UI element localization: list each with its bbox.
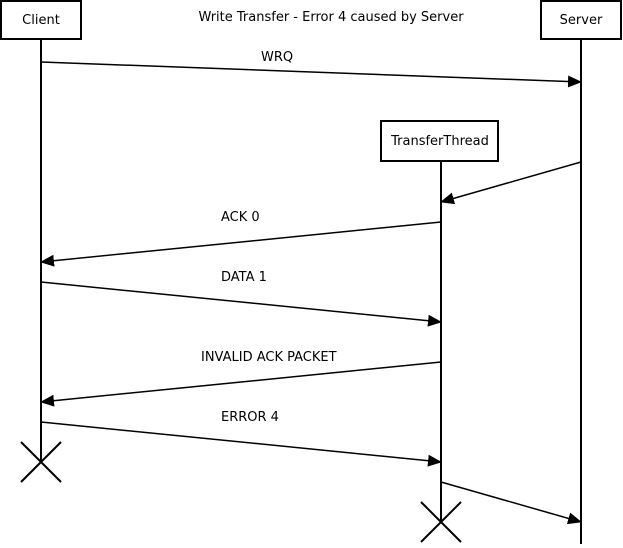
client-termination-x-icon (20, 441, 62, 483)
participant-transfer-thread: TransferThread (380, 120, 499, 162)
message-spawn-thread-arrow (440, 161, 582, 205)
participant-server-label: Server (560, 13, 603, 28)
message-data-1-arrow (40, 281, 442, 327)
message-wrq: WRQ (40, 50, 582, 88)
diagram-title: Write Transfer - Error 4 caused by Serve… (198, 10, 464, 25)
message-ack-0: ACK 0 (40, 210, 442, 267)
message-wrq-arrow (40, 61, 582, 88)
message-ack-0-label: ACK 0 (221, 210, 260, 225)
message-data-1-label: DATA 1 (221, 270, 267, 285)
participant-client-label: Client (22, 13, 60, 28)
transfer-thread-termination-x-icon (420, 501, 462, 543)
message-invalid-ack-arrow (40, 361, 442, 407)
message-thread-to-server (440, 481, 582, 525)
message-data-1: DATA 1 (40, 270, 442, 327)
message-invalid-ack: INVALID ACK PACKET (40, 350, 442, 407)
participant-server: Server (540, 0, 622, 40)
participant-transfer-thread-label: TransferThread (390, 134, 489, 149)
message-wrq-label: WRQ (261, 50, 293, 65)
message-error-4-arrow (40, 421, 442, 467)
message-invalid-ack-label: INVALID ACK PACKET (201, 350, 337, 365)
message-thread-to-server-arrow (440, 481, 582, 525)
message-spawn-thread (440, 161, 582, 205)
message-ack-0-arrow (40, 221, 442, 267)
participant-client: Client (0, 0, 82, 40)
message-error-4: ERROR 4 (40, 410, 442, 467)
message-error-4-label: ERROR 4 (221, 410, 279, 425)
